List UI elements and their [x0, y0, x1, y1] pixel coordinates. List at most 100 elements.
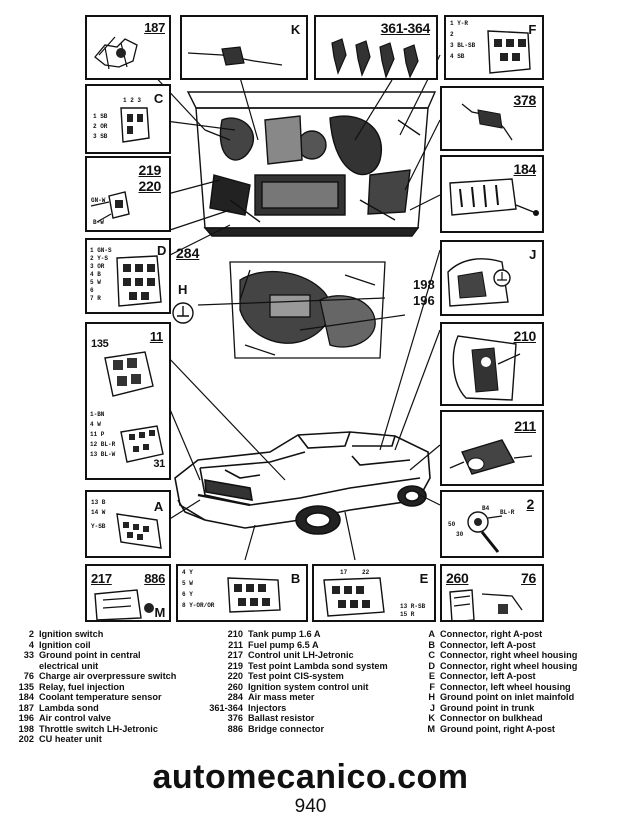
legend-item-number: 284: [227, 692, 243, 702]
legend-item-text: Ground point, right A-post: [440, 723, 555, 734]
panel-31-label: 31: [153, 458, 165, 470]
callout-196: 196: [413, 293, 435, 308]
legend-item-text: electrical unit: [39, 660, 99, 671]
pin: 13 B: [91, 499, 106, 506]
connector-d-drawing: [116, 255, 162, 307]
legend-item-text: Coolant temperature sensor: [39, 692, 162, 702]
legend-item-number: 33: [23, 650, 34, 660]
pin: 1 GN-S: [90, 247, 112, 254]
pin: 6: [90, 287, 94, 294]
pin: 14 W: [91, 509, 106, 516]
model-number: 940: [294, 796, 327, 817]
pin: 30: [456, 531, 464, 538]
control-unit-drawing: [94, 589, 154, 620]
legend-item-number: 198: [18, 723, 34, 734]
throttle-area-drawing: [229, 261, 386, 359]
legend-item-text: Ignition coil: [39, 639, 91, 650]
legend-item-text: Control unit LH-Jetronic: [248, 650, 354, 660]
legend-item-text: CU heater unit: [39, 734, 102, 744]
panel-76-label: 76: [521, 570, 536, 586]
panel-211: 211: [440, 410, 544, 486]
legend-item-number: 220: [227, 671, 243, 681]
panel-210-label: 210: [513, 328, 537, 344]
legend-item-number: 2: [28, 629, 34, 639]
panel-m-label: M: [154, 605, 165, 620]
pin: 8 Y-OR/OR: [182, 602, 215, 609]
legend-item-text: Bridge connector: [248, 723, 325, 734]
ground-symbol: [172, 302, 194, 324]
pin: Y-SB: [91, 523, 106, 530]
panel-184-label: 184: [513, 161, 537, 177]
legend-item-number: 202: [18, 734, 34, 744]
pin: 2 OR: [93, 123, 108, 130]
legend-item-text: Connector on bulkhead: [440, 713, 543, 723]
panel-210: 210: [440, 322, 544, 406]
site-watermark: automecanico.com: [152, 758, 469, 796]
pin: 1 SB: [93, 113, 108, 120]
panel-378: 378: [440, 86, 544, 151]
panel-c-pins-top: 1 2 3: [123, 97, 142, 104]
pin: 15 R: [400, 611, 415, 618]
pin: 6 Y: [182, 591, 193, 598]
panel-219-220: 219 220 GN-W B-W: [85, 156, 171, 232]
coolant-sensor-drawing: [449, 178, 539, 216]
pin: 4 B: [90, 271, 101, 278]
panel-k-label: K: [290, 22, 300, 37]
legend-item-number: 210: [227, 629, 243, 639]
panel-k: K: [180, 15, 308, 80]
ignition-unit-drawing: [449, 589, 523, 620]
panel-260-label: 260: [446, 570, 469, 586]
legend-item-text: Connector, left A-post: [440, 639, 536, 650]
panel-2-label: 2: [526, 496, 535, 512]
legend-item: 361-364 Injectors: [205, 703, 388, 714]
pin: 1 Y-R: [450, 20, 469, 27]
panel-b-pin-list: 4 Y 5 W 6 Y 8 Y-OR/OR: [182, 570, 214, 609]
legend-item: M Ground point, right A-post: [425, 724, 577, 735]
legend-item-number: J: [429, 702, 435, 713]
legend-item-number: 260: [227, 681, 243, 692]
legend-item-text: Injectors: [248, 702, 287, 713]
panel-j-label: J: [529, 247, 536, 262]
panel-f-pin-list: 1 Y-R 2 3 BL-SB 4 SB: [450, 21, 475, 60]
legend-item-text: Connector, left wheel housing: [440, 681, 571, 692]
pin: 2: [450, 31, 454, 38]
panel-11: 135 11 31 1-BN 4 W 11 P 12 BL-R 13 BL-W: [85, 322, 171, 480]
legend-item-number: 361-364: [209, 702, 243, 713]
relay-box-drawing: [104, 351, 164, 463]
car-drawing: [174, 431, 431, 535]
legend-item-number: 76: [23, 671, 34, 681]
pin: B4: [482, 505, 490, 512]
legend-item-text: Throttle switch LH-Jetronic: [39, 723, 158, 734]
panel-c-label: C: [153, 91, 163, 106]
pin: 4 SB: [450, 53, 465, 60]
connector-f-drawing: [487, 30, 531, 74]
legend-item-text: Connector, left A-post: [440, 671, 536, 681]
fuel-pump-drawing: [449, 439, 533, 475]
legend-item: 184 Coolant temperature sensor: [10, 692, 176, 703]
pin: 3 BL-SB: [450, 42, 476, 49]
legend-item-number: M: [427, 723, 435, 734]
legend-item-number: 187: [18, 702, 34, 713]
pin: BL-R: [500, 509, 515, 516]
pin: 7 R: [90, 295, 101, 302]
legend-item-number: 219: [227, 660, 243, 671]
legend-item: 198 Throttle switch LH-Jetronic: [10, 724, 176, 735]
panel-135-label: 135: [91, 338, 109, 350]
legend-item-number: 184: [18, 692, 34, 702]
pin: 11 P: [90, 431, 105, 438]
legend-item-number: C: [428, 650, 435, 660]
legend-item-text: Connector, right wheel housing: [440, 650, 578, 660]
legend-item: C Connector, right wheel housing: [425, 650, 577, 661]
panel-361-label: 361-364: [380, 20, 431, 36]
panel-c: C 1 2 3 1 SB 2 OR 3 SB: [85, 84, 171, 154]
pin: 3 SB: [93, 133, 108, 140]
connector-c-drawing: [120, 107, 150, 143]
